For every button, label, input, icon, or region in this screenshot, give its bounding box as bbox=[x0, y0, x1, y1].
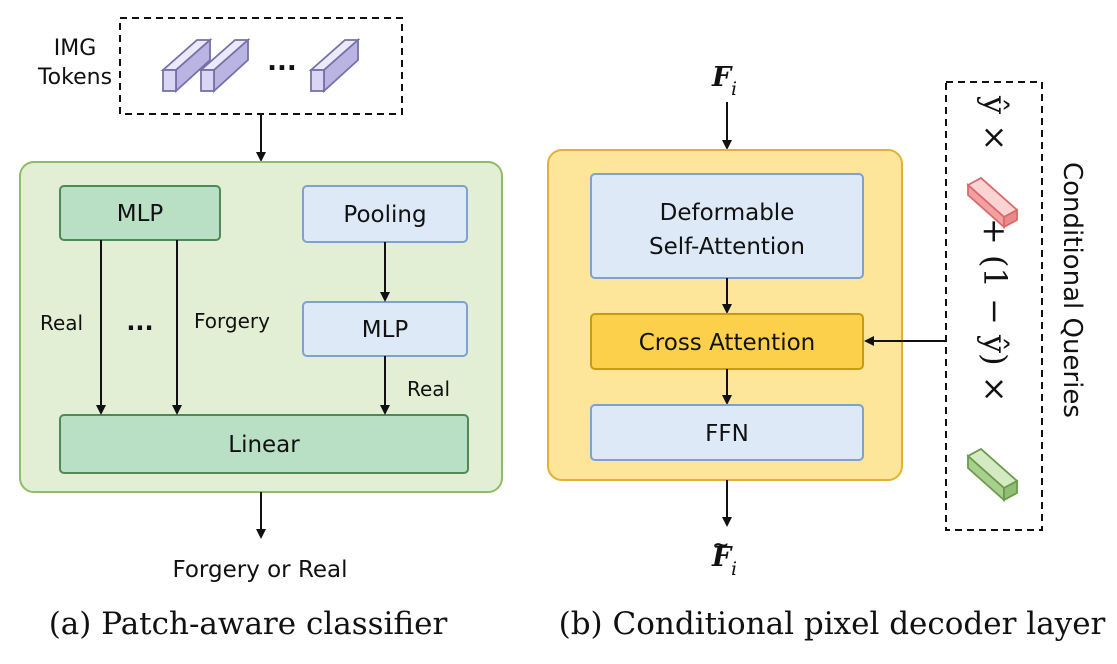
deformable-attention-label-line2: Self-Attention bbox=[649, 234, 805, 260]
img-tokens-box bbox=[119, 17, 403, 115]
conditional-queries-box bbox=[945, 81, 1043, 531]
caption-a: (a) Patch-aware classifier bbox=[49, 606, 448, 642]
label-real-right: Real bbox=[407, 377, 450, 401]
ffn-label: FFN bbox=[705, 421, 749, 447]
input-feature-subscript: i bbox=[731, 78, 737, 100]
conditional-queries-label: Conditional Queries bbox=[1057, 162, 1087, 418]
output-feature-label: F bbox=[711, 542, 733, 573]
panel-b: F i Deformable Self-Attention Cross Atte… bbox=[547, 62, 1106, 642]
output-feature-subscript: i bbox=[731, 558, 737, 580]
token-icon bbox=[308, 38, 361, 94]
token-icon bbox=[198, 38, 251, 94]
deformable-attention-label-line1: Deformable bbox=[660, 200, 795, 226]
pooling-label: Pooling bbox=[343, 202, 426, 228]
output-label: Forgery or Real bbox=[172, 557, 347, 583]
mlp-left-box bbox=[59, 185, 221, 241]
panel-a: IMG Tokens ... MLP P bbox=[19, 17, 503, 642]
forgery-query-token-icon bbox=[966, 447, 1019, 503]
real-query-token-icon bbox=[966, 176, 1019, 230]
linear-label: Linear bbox=[228, 432, 300, 458]
token-ellipsis: ... bbox=[267, 47, 297, 77]
query-term-2: + (1 − ŷ) × bbox=[976, 218, 1014, 403]
label-forgery: Forgery bbox=[194, 309, 270, 333]
linear-box bbox=[59, 414, 469, 474]
input-feature-label: F bbox=[711, 62, 733, 93]
caption-b: (b) Conditional pixel decoder layer bbox=[559, 606, 1106, 642]
deformable-attention-box bbox=[590, 173, 864, 279]
label-real-left: Real bbox=[40, 311, 83, 335]
cross-attention-label: Cross Attention bbox=[639, 330, 816, 356]
token-icon bbox=[160, 38, 213, 94]
img-tokens-label-line1: IMG bbox=[54, 36, 97, 61]
branch-ellipsis: ... bbox=[126, 308, 153, 336]
mlp-left-label: MLP bbox=[117, 201, 164, 227]
mlp-right-label: MLP bbox=[362, 317, 409, 343]
img-tokens-label-line2: Tokens bbox=[37, 65, 112, 90]
query-term-1: ŷ × bbox=[976, 95, 1014, 151]
output-tilde: ~ bbox=[712, 532, 730, 557]
ffn-box bbox=[590, 404, 864, 461]
